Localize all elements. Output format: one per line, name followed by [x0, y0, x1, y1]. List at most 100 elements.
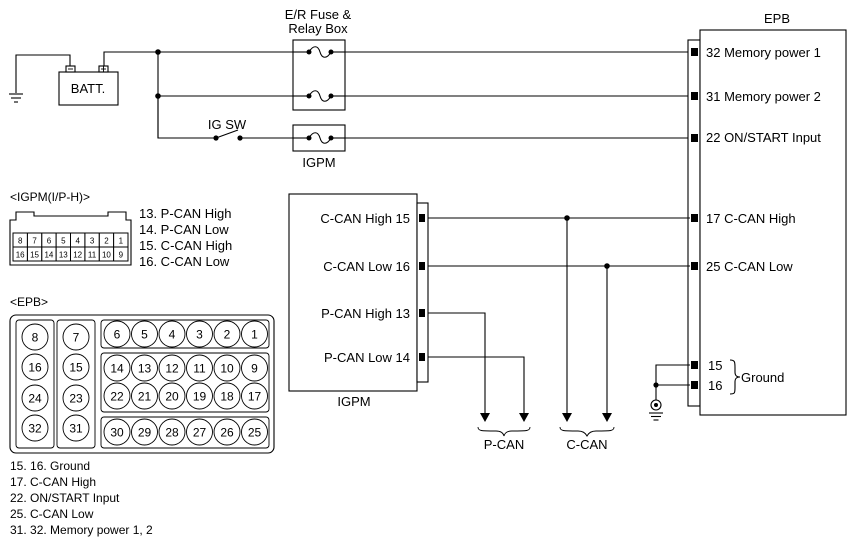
epb-connector-pin-number: 18 [220, 390, 234, 404]
epb-connector-pin [186, 418, 213, 446]
epb-connector-pin [213, 382, 241, 410]
igpm-connector-cell-number: 9 [119, 251, 124, 260]
epb-connector-pin [21, 323, 49, 351]
igpm-pin-marks [419, 214, 425, 361]
epb-connector-pin [131, 418, 158, 446]
igpm-connector-cell-number: 14 [44, 251, 53, 260]
epb-connector-pin-number: 31 [69, 422, 83, 436]
epb-connector-pin-number: 8 [32, 331, 39, 345]
epb-connector-pin [62, 323, 90, 351]
epb-connector-pin-number: 17 [248, 390, 262, 404]
epb-connector-pin-number: 16 [28, 361, 42, 375]
epb-connector-pin [241, 320, 268, 348]
epb-connector-pin [158, 354, 186, 382]
ground-label: Ground [741, 370, 784, 385]
epb-connector-pin-number: 7 [73, 331, 80, 345]
epb-connector-pin-number: 13 [138, 362, 152, 376]
c-can-arrow [562, 413, 572, 422]
epb-connector-pin-number: 2 [224, 328, 231, 342]
epb-legend-1: 15. 16. Ground [10, 459, 90, 473]
epb-connector-pin [21, 353, 49, 381]
igpm-connector-cell-number: 15 [30, 251, 39, 260]
epb-connector-pin [103, 354, 131, 382]
fuse-icon [293, 46, 345, 58]
epb-connector-pin-number: 5 [141, 328, 148, 342]
epb-connector-pin-number: 4 [169, 328, 176, 342]
igpm-connector-cell-number: 5 [61, 237, 66, 246]
igpm-fuse-label: IGPM [302, 155, 335, 170]
epb-connector-pin-number: 24 [28, 392, 42, 406]
epb-connector-pin-number: 19 [193, 390, 207, 404]
epb-connector-pin [21, 384, 49, 412]
igpm-legend-4: 16. C-CAN Low [139, 254, 230, 269]
p-can-bus-label: P-CAN [484, 437, 524, 452]
fuse-icon [293, 132, 345, 144]
epb-connector-pin [186, 382, 213, 410]
epb-connector-pin [241, 382, 268, 410]
epb-connector-pin [186, 320, 213, 348]
epb-pin-15: 15 [708, 358, 722, 373]
epb-connector-pin [241, 418, 268, 446]
c-can-arrow [602, 413, 612, 422]
epb-pin-22: 22 ON/START Input [706, 130, 821, 145]
battery: BATT. [58, 65, 119, 106]
epb-connector-pin-number: 32 [28, 422, 42, 436]
er-fuse-title-line2: Relay Box [288, 21, 348, 36]
epb-connector-pin-number: 14 [110, 362, 124, 376]
ig-switch-label: IG SW [208, 117, 247, 132]
igpm-connector-cell-number: 13 [59, 251, 68, 260]
igpm-pin-c-can-low: C-CAN Low 16 [323, 259, 410, 274]
epb-pin-marks [691, 48, 698, 389]
epb-connector-pin [158, 320, 186, 348]
p-can-arrow [519, 413, 529, 422]
igpm-connector-cell-number: 10 [102, 251, 111, 260]
igpm-connector-cell-number: 12 [73, 251, 82, 260]
epb-legend-4: 25. C-CAN Low [10, 507, 94, 521]
igpm-legend-3: 15. C-CAN High [139, 238, 232, 253]
igpm-module-box [288, 193, 418, 392]
epb-connector-pin [213, 354, 241, 382]
epb-connector-pin-number: 29 [138, 426, 152, 440]
epb-legend-3: 22. ON/START Input [10, 491, 120, 505]
epb-connector-pin-number: 3 [196, 328, 203, 342]
epb-connector-pin [158, 418, 186, 446]
epb-connector-pin-number: 12 [165, 362, 179, 376]
junction-dot [653, 382, 659, 388]
epb-connector-pin-number: 25 [248, 426, 262, 440]
c-can-bus-label: C-CAN [566, 437, 607, 452]
epb-connector-pin [62, 384, 90, 412]
epb-title: EPB [764, 11, 790, 26]
epb-connector-pin [131, 320, 158, 348]
epb-pin-17: 17 C-CAN High [706, 211, 796, 226]
epb-connector-pin-number: 6 [114, 328, 121, 342]
epb-connector-pin-number: 1 [251, 328, 258, 342]
epb-connector-pin [131, 354, 158, 382]
igpm-pin-c-can-high: C-CAN High 15 [320, 211, 410, 226]
epb-connector-pin [241, 354, 268, 382]
igpm-connector-cell-number: 11 [88, 251, 97, 260]
epb-connector-pin [213, 320, 241, 348]
battery-label: BATT. [71, 81, 105, 96]
igpm-connector-cell-number: 1 [119, 237, 124, 246]
epb-connector-pin-number: 11 [193, 362, 206, 376]
epb-pin-31: 31 Memory power 2 [706, 89, 821, 104]
p-can-arrow [480, 413, 490, 422]
igpm-connector-cell-number: 3 [90, 237, 95, 246]
epb-connector-pin [62, 414, 90, 442]
igpm-legend-2: 14. P-CAN Low [139, 222, 229, 237]
epb-connector-pin-number: 21 [138, 390, 152, 404]
epb-connector-pin [21, 414, 49, 442]
epb-connector-pin-number: 20 [165, 390, 179, 404]
igpm-connector-cell-number: 16 [16, 251, 25, 260]
igpm-module-label: IGPM [337, 394, 370, 409]
epb-connector-pin-number: 22 [110, 390, 124, 404]
epb-connector-pin [186, 354, 213, 382]
epb-connector-pin-number: 26 [220, 426, 234, 440]
epb-module-box [699, 29, 847, 416]
er-fuse-title-line1: E/R Fuse & [285, 7, 352, 22]
igpm-legend-1: 13. P-CAN High [139, 206, 231, 221]
igpm-connector-cell-number: 7 [32, 237, 37, 246]
epb-connector-pin-number: 15 [69, 361, 83, 375]
